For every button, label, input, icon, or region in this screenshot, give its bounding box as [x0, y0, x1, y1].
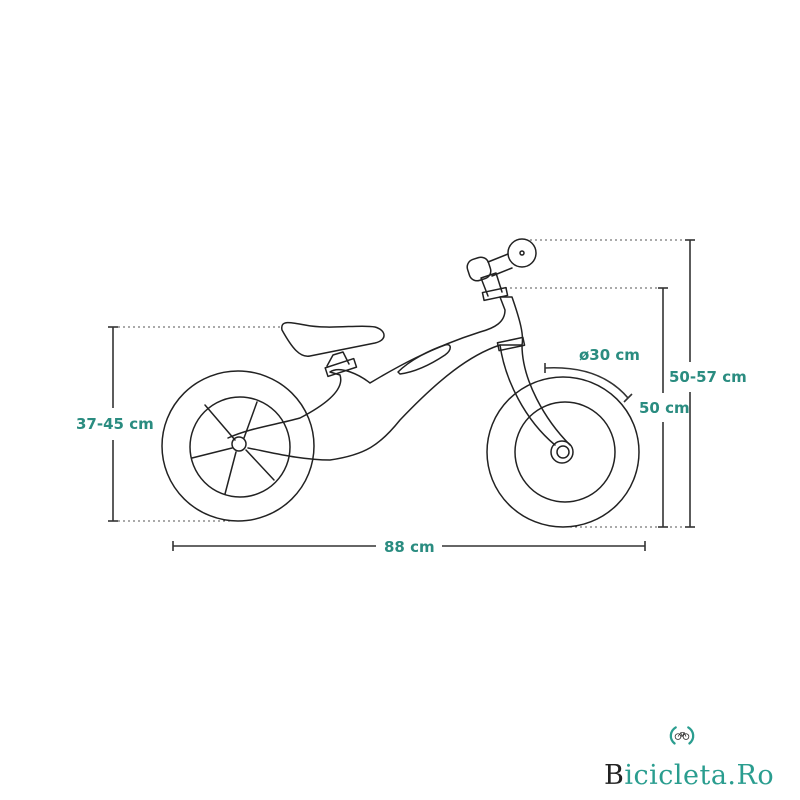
dimension-lines	[108, 239, 695, 551]
front-fork	[499, 344, 571, 446]
frame	[227, 296, 524, 461]
handlebar-end	[507, 238, 537, 268]
stem	[466, 256, 492, 282]
bike-drawing	[161, 238, 640, 528]
bicicleta-logo-icon	[669, 726, 695, 745]
brand-rest: icicleta.Ro	[624, 760, 775, 791]
frame-height-label: 50 cm	[639, 399, 690, 417]
saddle-height-label: 37-45 cm	[76, 415, 154, 433]
guide-lines	[113, 239, 690, 528]
wheel-diameter-label: ø30 cm	[579, 346, 640, 364]
frame-cutout	[397, 343, 451, 375]
front-wheel	[486, 376, 640, 528]
length-label: 88 cm	[384, 538, 435, 556]
handlebar-height-label: 50-57 cm	[669, 368, 747, 386]
saddle	[281, 321, 385, 357]
rear-wheel	[161, 370, 315, 522]
brand-logo-text: Bicicleta.Ro	[604, 760, 774, 791]
brand-first-letter: B	[604, 760, 625, 791]
wheel-diameter-arc	[544, 366, 629, 399]
